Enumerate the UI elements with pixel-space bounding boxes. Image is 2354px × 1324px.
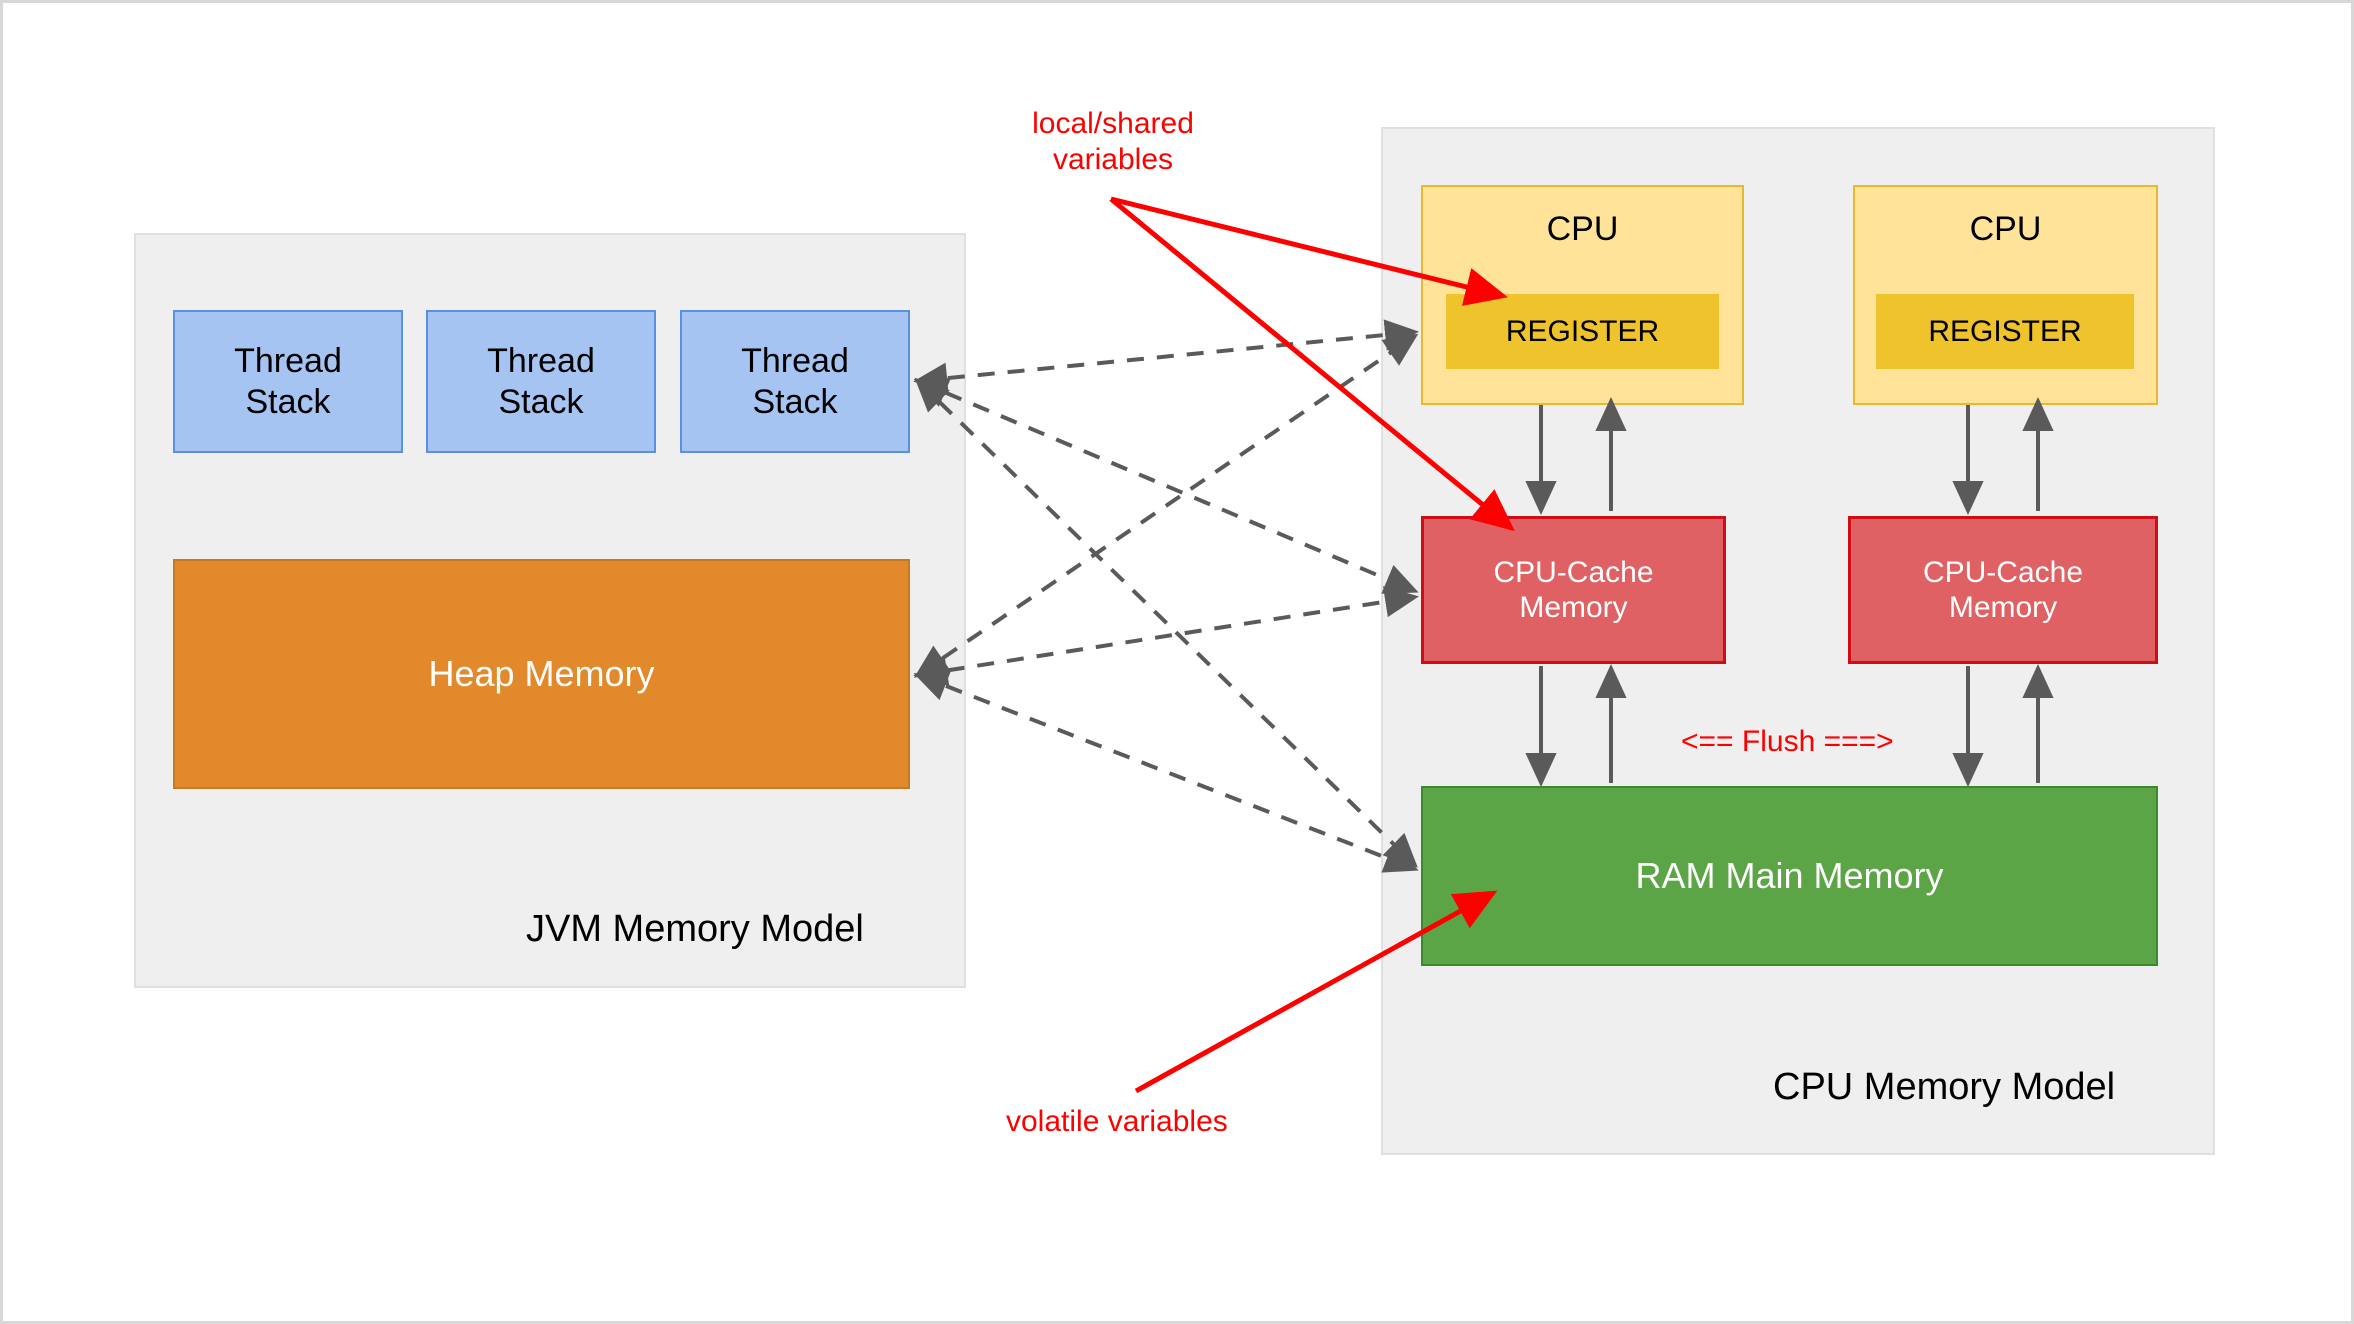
local-shared-variables-annotation: local/shared variables [1032,107,1194,176]
volatile-variables-annotation: volatile variables [1006,1105,1228,1138]
cpu-label-2: CPU [1969,210,2042,248]
jvm-memory-model-label: JVM Memory Model [526,908,864,950]
register-label-2: REGISTER [1928,314,2082,348]
dashed-arrow-heap-register [914,333,1419,678]
thread-stack-box-1[interactable]: Thread Stack [173,310,403,453]
dashed-arrow-threadstack-ram [914,377,1418,868]
thread-stack-box-3[interactable]: Thread Stack [680,310,910,453]
dashed-arrow-threadstack-register [913,319,1419,394]
ram-main-memory-box[interactable]: RAM Main Memory [1421,786,2158,966]
dashed-arrow-heap-ram [913,671,1419,873]
thread-stack-label-2: Thread Stack [487,342,595,421]
register-box-2[interactable]: REGISTER [1876,294,2134,369]
register-box-1[interactable]: REGISTER [1446,294,1719,369]
cpu-label-1: CPU [1546,210,1619,248]
heap-memory-label: Heap Memory [428,652,655,694]
ram-main-memory-label: RAM Main Memory [1635,854,1944,896]
cpu-cache-box-2[interactable]: CPU-Cache Memory [1848,516,2158,664]
thread-stack-label-1: Thread Stack [234,342,342,421]
register-label-1: REGISTER [1505,314,1660,348]
dashed-arrow-threadstack-cache [913,377,1419,594]
cpu-memory-model-label: CPU Memory Model [1773,1066,2116,1108]
thread-stack-box-2[interactable]: Thread Stack [426,310,656,453]
dashed-arrow-heap-cache [913,586,1419,686]
flush-label: <== Flush ===> [1681,725,1894,758]
cpu-cache-label-2: CPU-Cache Memory [1922,555,2084,624]
heap-memory-box[interactable]: Heap Memory [173,559,910,789]
thread-stack-label-3: Thread Stack [741,342,849,421]
cpu-cache-box-1[interactable]: CPU-Cache Memory [1421,516,1726,664]
cpu-cache-label-1: CPU-Cache Memory [1493,555,1654,624]
